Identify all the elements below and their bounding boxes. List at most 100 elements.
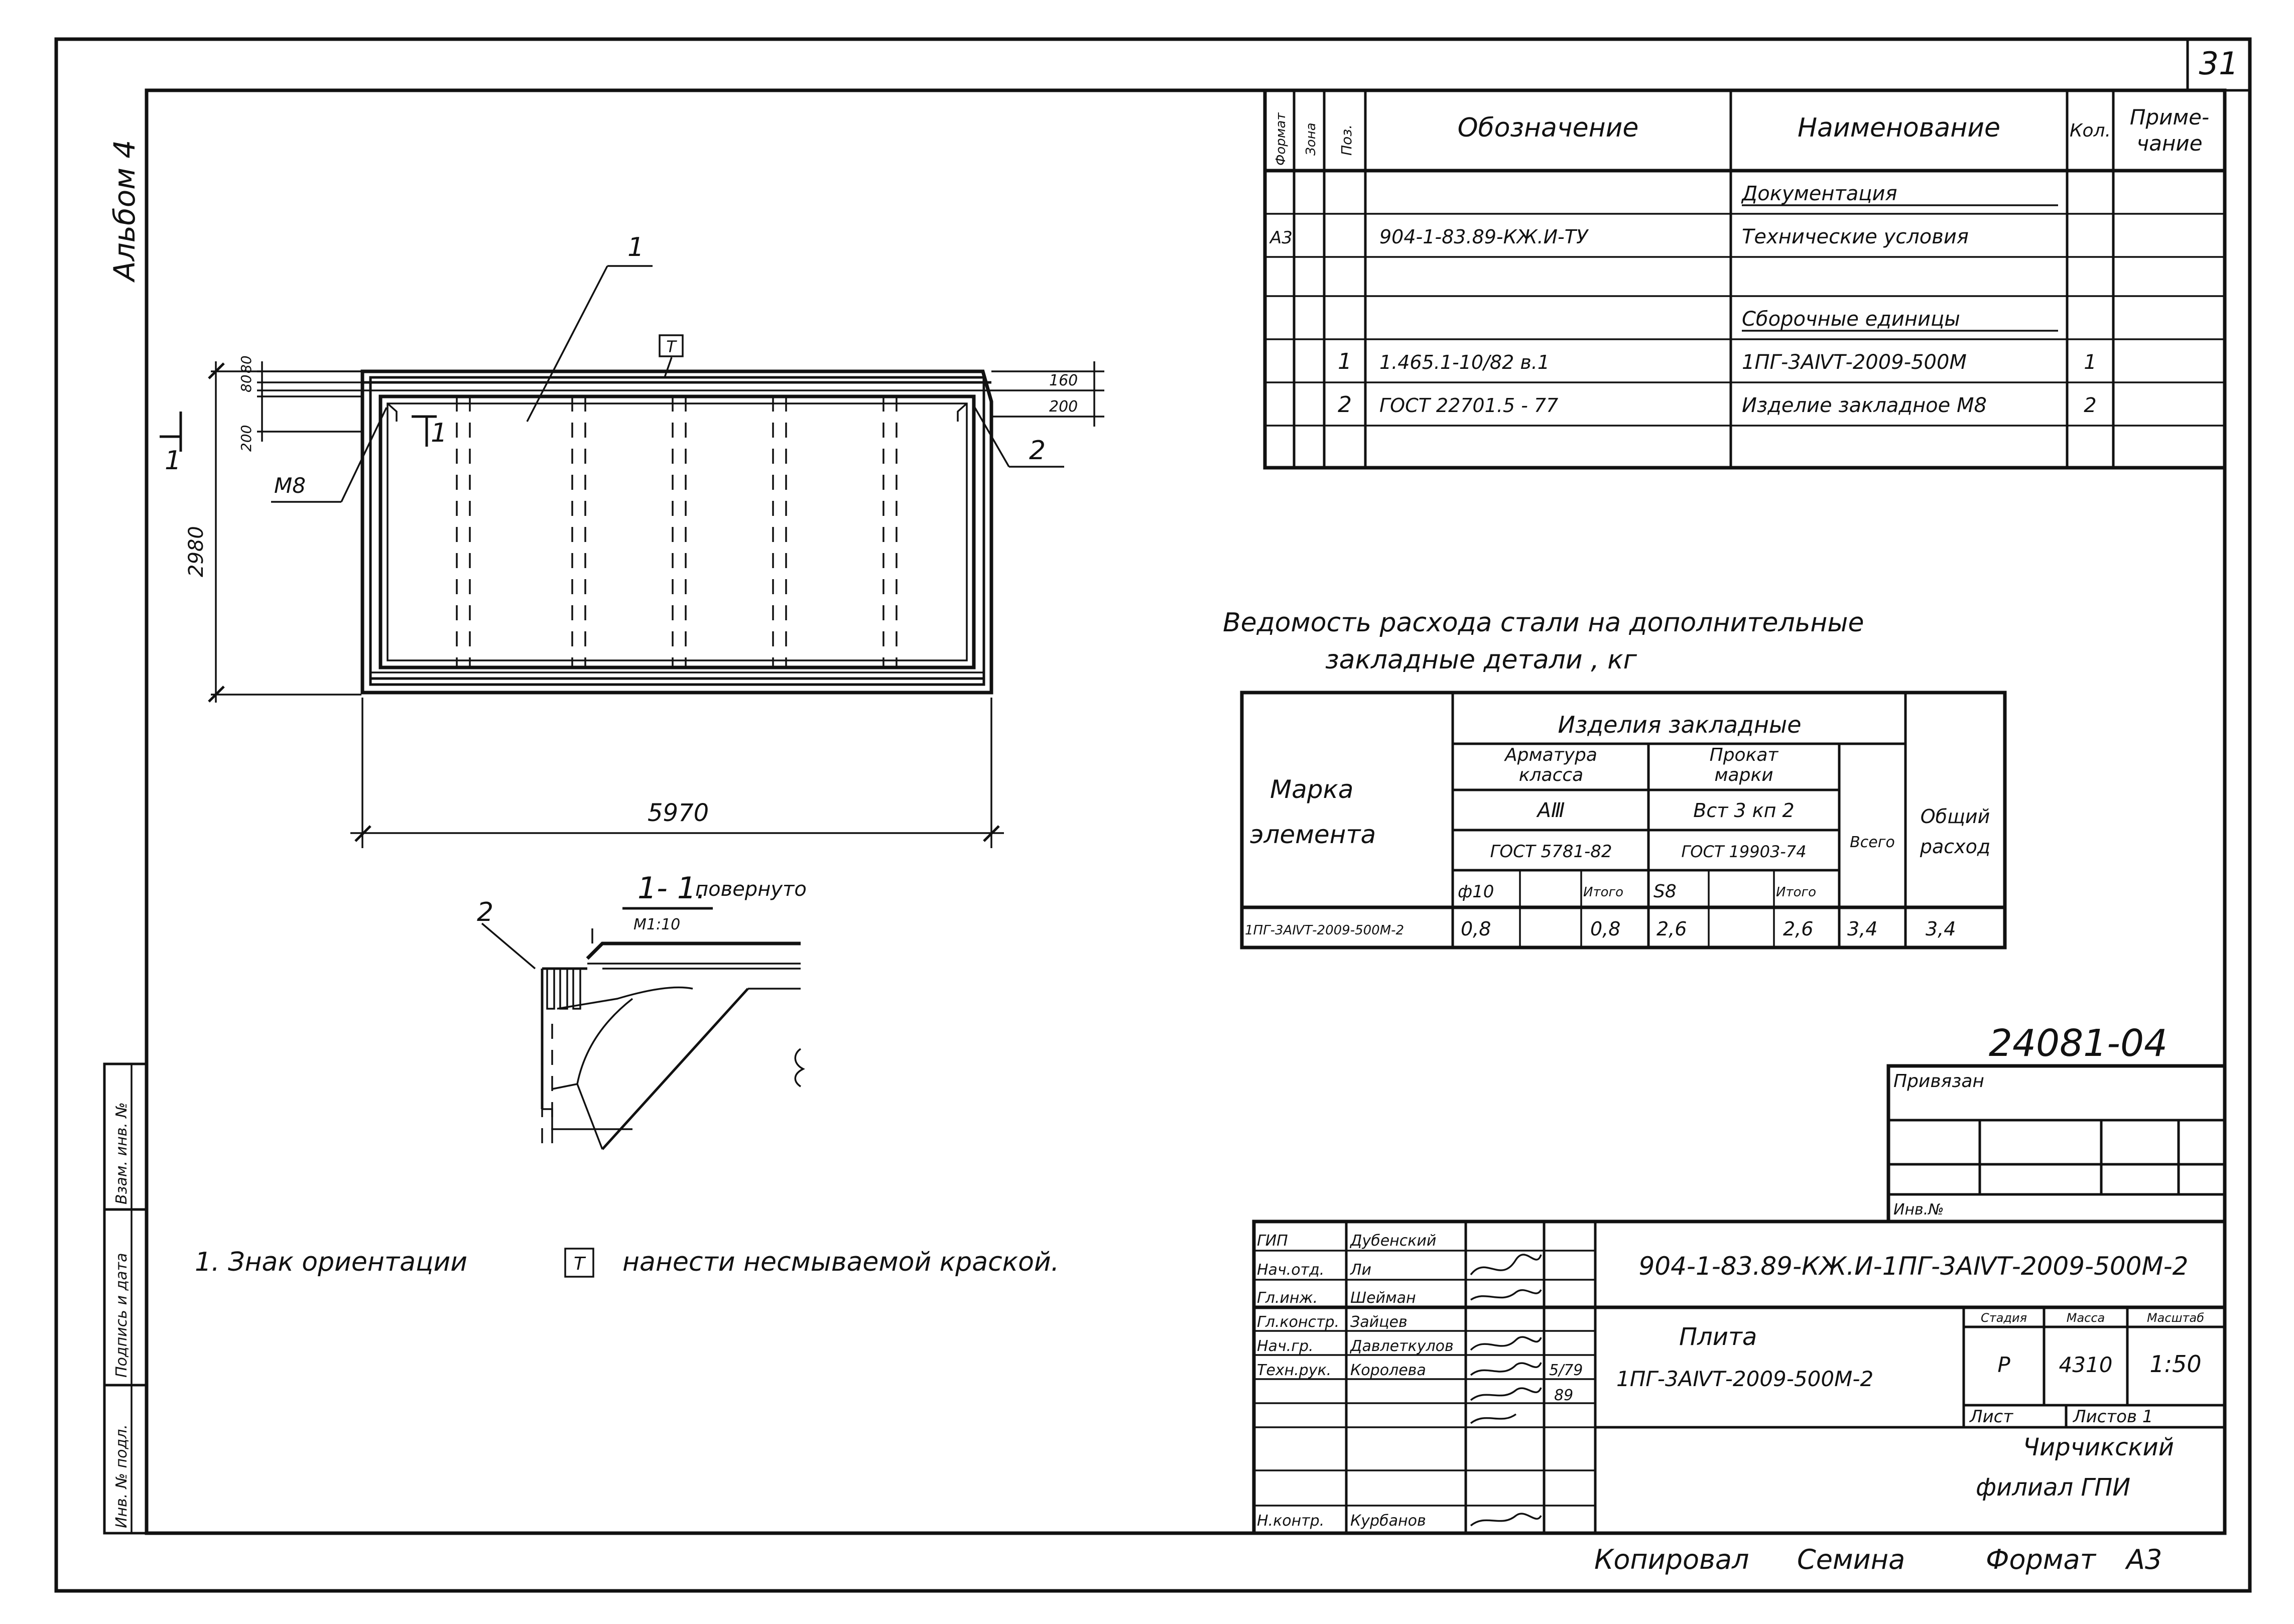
strip-label-2: Подпись и дата — [113, 1253, 131, 1378]
binding-label: Привязан — [1893, 1071, 1984, 1092]
spec-cell-name: Изделие закладное М8 — [1742, 394, 1987, 417]
title-sheets-label: Листов 1 — [2072, 1407, 2153, 1427]
spec-cell-name: Сборочные единицы — [1742, 308, 1960, 331]
spec-cell-qty: 1 — [2084, 351, 2096, 374]
steel-row-s8: 2,6 — [1656, 918, 1687, 940]
left-strip: Взам. инв. № Подпись и дата Инв. № подл. — [103, 1062, 148, 1535]
title-org-1: Чирчикский — [2023, 1433, 2174, 1461]
spec-header-designation: Обозначение — [1458, 113, 1639, 143]
steel-header-d10: ф10 — [1458, 882, 1494, 902]
plan-pos2-label: 2 — [1029, 436, 1046, 466]
spec-header-qty: Кол. — [2070, 120, 2111, 141]
strip-label-3: Инв. № подл. — [113, 1424, 131, 1528]
steel-header-mark-1: Марка — [1270, 775, 1353, 804]
signatures — [1470, 1254, 1542, 1527]
spec-header-format: Формат — [1273, 112, 1289, 166]
steel-row-itogo2: 2,6 — [1783, 918, 1813, 940]
outer-border — [54, 37, 2252, 1593]
plan-dim-height: 2980 — [185, 526, 208, 577]
section-pos2-label: 2 — [477, 897, 493, 927]
plan-dim-right-2: 200 — [1049, 398, 1078, 416]
spec-cell-name: Документация — [1741, 182, 1897, 205]
section-rotated: повернуто — [695, 878, 807, 901]
format-value: А3 — [2125, 1544, 2162, 1575]
staff-role: ГИП — [1257, 1232, 1288, 1250]
spec-header-note-2: чание — [2136, 131, 2202, 156]
steel-header-rebar-1: Арматура — [1504, 745, 1597, 765]
spec-header-name: Наименование — [1798, 113, 2000, 143]
steel-header-itogo-1: Итого — [1583, 885, 1623, 900]
steel-header-itogo-2: Итого — [1776, 885, 1816, 900]
format-label: Формат — [1986, 1544, 2097, 1575]
staff-name: Давлеткулов — [1349, 1337, 1454, 1355]
title-code: 904-1-83.89-КЖ.И-1ПГ-3АⅣТ-2009-500М-2 — [1639, 1252, 2189, 1281]
steel-row-overall: 3,4 — [1926, 918, 1956, 940]
steel-header-embedded: Изделия закладные — [1558, 711, 1801, 738]
title-scale: 1:50 — [2149, 1350, 2201, 1378]
section-title: 1- 1. — [638, 871, 706, 906]
spec-cell-pos: 2 — [1338, 392, 1352, 418]
title-date-2: 89 — [1554, 1387, 1573, 1404]
album-label: Альбом 4 — [107, 140, 142, 283]
spec-header-note-1: Приме- — [2130, 105, 2209, 129]
title-scale-label: Масштаб — [2147, 1311, 2204, 1325]
steel-row-itogo1: 0,8 — [1590, 918, 1620, 940]
plan-t-sign: Т — [666, 337, 677, 356]
steel-table — [1240, 691, 2007, 950]
steel-header-overall-1: Общий — [1921, 805, 1990, 828]
title-object-name: Плита — [1679, 1323, 1757, 1351]
title-sheet-label: Лист — [1969, 1407, 2013, 1427]
plan-dim-left-3: 80 — [238, 355, 254, 373]
staff-name: Дубенский — [1349, 1232, 1436, 1250]
staff-name: Шейман — [1350, 1289, 1416, 1307]
plan-dim-right-1: 160 — [1049, 372, 1078, 389]
spec-cell-designation: 904-1-83.89-КЖ.И-ТУ — [1379, 226, 1589, 248]
steel-header-mark-2: элемента — [1250, 820, 1376, 849]
steel-header-s8: S8 — [1653, 881, 1677, 902]
plan-m8-label: М8 — [274, 473, 306, 498]
spec-header-zone: Зона — [1304, 122, 1319, 156]
plan-dim-left-2: 80 — [238, 374, 254, 392]
spec-cell-pos: 1 — [1338, 349, 1352, 374]
title-stage-label: Стадия — [1981, 1311, 2027, 1325]
steel-header-rebar-2: класса — [1519, 765, 1583, 785]
strip-label-1: Взам. инв. № — [113, 1102, 131, 1204]
binding-inv-label: Инв.№ — [1893, 1201, 1944, 1219]
steel-header-rebar-class: АⅢ — [1536, 799, 1565, 822]
inner-frame — [145, 88, 2227, 1535]
plan-pos1-label: 1 — [627, 232, 644, 262]
title-block — [1252, 1220, 2227, 1535]
spec-cell-name: Технические условия — [1742, 225, 1969, 248]
section-1-1 — [481, 907, 805, 1150]
note-text-after: нанести несмываемой краской. — [622, 1247, 1059, 1277]
title-stage: Р — [1997, 1352, 2010, 1377]
steel-title-1: Ведомость расхода стали на дополнительны… — [1223, 608, 1864, 638]
spec-table: Формат Зона Поз. Обозначение Наименовани… — [1263, 88, 2227, 470]
staff-role: Нач.отд. — [1257, 1261, 1324, 1279]
spec-header-pos: Поз. — [1338, 124, 1355, 156]
staff-role: Техн.рук. — [1257, 1362, 1331, 1379]
project-code: 24081-04 — [1989, 1022, 2168, 1065]
section-scale: М1:10 — [633, 916, 680, 933]
spec-cell-name: 1ПГ-3АⅣТ-2009-500М — [1742, 351, 1967, 374]
title-mass-label: Масса — [2067, 1311, 2105, 1325]
spec-cell-format: А3 — [1269, 228, 1293, 248]
staff-role: Гл.инж. — [1257, 1289, 1318, 1307]
steel-header-rolled-1: Прокат — [1710, 745, 1779, 765]
plan-section-mark-left: 1 — [165, 446, 181, 476]
spec-cell-designation: ГОСТ 22701.5 - 77 — [1379, 394, 1558, 417]
steel-row-mark: 1ПГ-3АⅣТ-2009-500М-2 — [1245, 923, 1404, 938]
slab-plan — [160, 265, 1104, 848]
steel-header-overall-2: расход — [1920, 836, 1990, 858]
steel-header-rolled-2: марки — [1714, 765, 1773, 785]
steel-header-rolled-gost: ГОСТ 19903-74 — [1681, 842, 1806, 861]
staff-name: Королева — [1350, 1362, 1426, 1379]
steel-header-total: Всего — [1850, 834, 1895, 851]
steel-header-rebar-gost: ГОСТ 5781-82 — [1490, 842, 1612, 862]
title-mass: 4310 — [2059, 1352, 2113, 1377]
plan-dim-left-1: 200 — [238, 425, 254, 452]
copied-by-label: Копировал — [1594, 1544, 1749, 1575]
